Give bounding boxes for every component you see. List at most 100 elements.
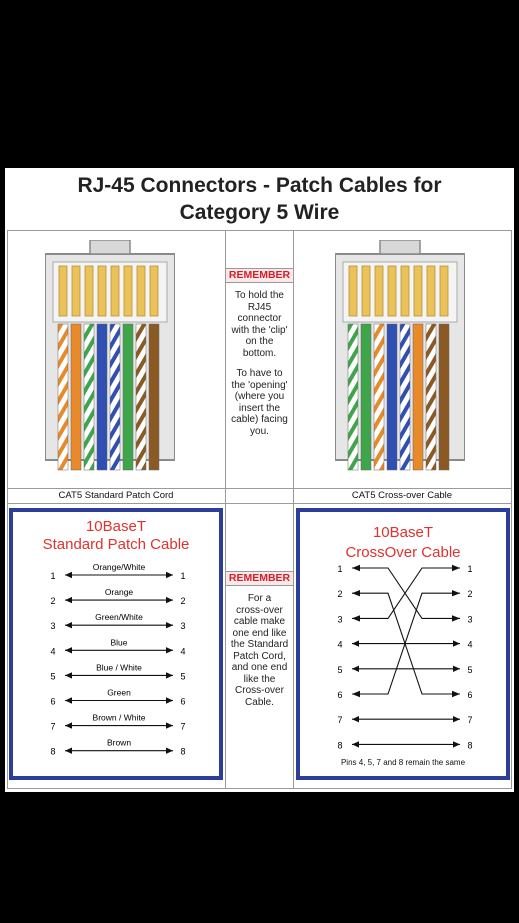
contact-pin bbox=[58, 265, 68, 317]
contact-pin bbox=[387, 265, 397, 317]
wire-blue bbox=[96, 323, 108, 471]
caption-standard: CAT5 Standard Patch Cord bbox=[58, 490, 174, 501]
contact-pin bbox=[348, 265, 358, 317]
wire-color-label: Orange/White bbox=[93, 562, 146, 572]
straight-wire-arrow bbox=[65, 722, 173, 729]
grid-line bbox=[7, 488, 512, 489]
grid-line bbox=[7, 503, 512, 504]
straight-wire-arrow bbox=[65, 647, 173, 654]
straight-wire-arrow bbox=[352, 665, 460, 672]
straight-wire-arrow bbox=[65, 672, 173, 679]
straight-wire-arrow bbox=[65, 747, 173, 754]
connector-clip bbox=[379, 240, 421, 255]
pin-number-right: 6 bbox=[180, 697, 185, 707]
pin-number-left: 3 bbox=[337, 614, 342, 624]
pin-number-right: 4 bbox=[467, 640, 472, 650]
wire-color-label: Green bbox=[107, 688, 131, 698]
wire-blue bbox=[386, 323, 398, 471]
contact-pin bbox=[110, 265, 120, 317]
straight-wire-arrow bbox=[352, 640, 460, 647]
pin-number-right: 5 bbox=[180, 671, 185, 681]
crossover-box-title-1: 10BaseT bbox=[372, 524, 434, 541]
pin-number-right: 2 bbox=[467, 589, 472, 599]
pin-number-right: 3 bbox=[467, 614, 472, 624]
title-line-1: RJ-45 Connectors - Patch Cables for bbox=[77, 174, 442, 197]
page-title: RJ-45 Connectors - Patch Cables for Cate… bbox=[5, 172, 514, 226]
grid-line bbox=[225, 230, 226, 788]
remember-heading-top: REMEMBER bbox=[226, 268, 293, 283]
wire-color-label: Blue bbox=[110, 637, 127, 647]
straight-wire-arrow bbox=[65, 697, 173, 704]
pin-number-left: 5 bbox=[50, 671, 55, 681]
remember-heading-bottom: REMEMBER bbox=[226, 571, 293, 586]
grid-line bbox=[7, 788, 512, 789]
wire-blue-white bbox=[399, 323, 411, 471]
contact-pin bbox=[439, 265, 449, 317]
wire-blue-white bbox=[109, 323, 121, 471]
pin-number-right: 7 bbox=[467, 715, 472, 725]
crossed-wire-arrow bbox=[352, 590, 460, 698]
pin-number-right: 1 bbox=[467, 564, 472, 574]
wire-brown bbox=[148, 323, 160, 471]
pin-number-left: 5 bbox=[337, 665, 342, 675]
wire-green bbox=[360, 323, 372, 471]
wire-brown-white bbox=[425, 323, 437, 471]
wire-color-label: Blue / White bbox=[96, 662, 142, 672]
pin-number-right: 6 bbox=[467, 690, 472, 700]
standard-box-title-1: 10BaseT bbox=[85, 518, 147, 535]
wire-orange-white bbox=[373, 323, 385, 471]
title-line-2: Category 5 Wire bbox=[179, 201, 340, 224]
pin-number-left: 2 bbox=[337, 589, 342, 599]
grid-line bbox=[7, 230, 8, 788]
grid-line bbox=[7, 230, 512, 231]
crossover-connector-diagram bbox=[335, 240, 465, 471]
pin-number-left: 8 bbox=[337, 740, 342, 750]
pin-number-right: 3 bbox=[180, 621, 185, 631]
pin-number-right: 5 bbox=[467, 665, 472, 675]
contact-pin bbox=[84, 265, 94, 317]
wire-green-white bbox=[347, 323, 359, 471]
pin-number-left: 1 bbox=[337, 564, 342, 574]
wire-brown-white bbox=[135, 323, 147, 471]
remember-note-bottom: For a cross-over cable make one end like… bbox=[230, 593, 289, 708]
wire-color-label: Green/White bbox=[95, 612, 143, 622]
contact-pin bbox=[426, 265, 436, 317]
pin-number-left: 8 bbox=[50, 747, 55, 757]
contact-pin bbox=[97, 265, 107, 317]
pin-number-left: 4 bbox=[50, 646, 55, 656]
crossover-box-title-2: CrossOver Cable bbox=[345, 544, 461, 561]
pin-number-left: 1 bbox=[50, 571, 55, 581]
wire-green bbox=[122, 323, 134, 471]
pin-number-left: 6 bbox=[337, 690, 342, 700]
crossed-wire-arrow bbox=[352, 564, 460, 622]
pin-number-left: 3 bbox=[50, 621, 55, 631]
note-paragraph-1: To hold the RJ45 connector with the 'cli… bbox=[231, 290, 288, 359]
wire-green-white bbox=[83, 323, 95, 471]
straight-wire-arrow bbox=[352, 716, 460, 723]
straight-wire-arrow bbox=[65, 596, 173, 604]
contact-pin bbox=[374, 265, 384, 317]
pin-number-right: 1 bbox=[180, 571, 185, 581]
contact-pin bbox=[413, 265, 423, 317]
pin-number-left: 2 bbox=[50, 596, 55, 606]
pin-number-right: 2 bbox=[180, 596, 185, 606]
wire-orange bbox=[70, 323, 82, 471]
diagram-sheet: RJ-45 Connectors - Patch Cables for Cate… bbox=[5, 168, 514, 792]
note-paragraph-2: To have to the 'opening' (where you inse… bbox=[231, 368, 288, 437]
straight-wire-arrow bbox=[352, 741, 460, 748]
wire-brown bbox=[438, 323, 450, 471]
wire-orange-white bbox=[57, 323, 69, 471]
straight-wire-arrow bbox=[65, 622, 173, 629]
caption-crossover: CAT5 Cross-over Cable bbox=[351, 490, 453, 501]
pin-number-left: 7 bbox=[50, 722, 55, 732]
connector-clip bbox=[89, 240, 131, 255]
pin-number-left: 4 bbox=[337, 640, 342, 650]
contact-pin bbox=[71, 265, 81, 317]
pin-number-right: 8 bbox=[467, 740, 472, 750]
wire-color-label: Brown bbox=[107, 738, 131, 748]
wire-orange bbox=[412, 323, 424, 471]
